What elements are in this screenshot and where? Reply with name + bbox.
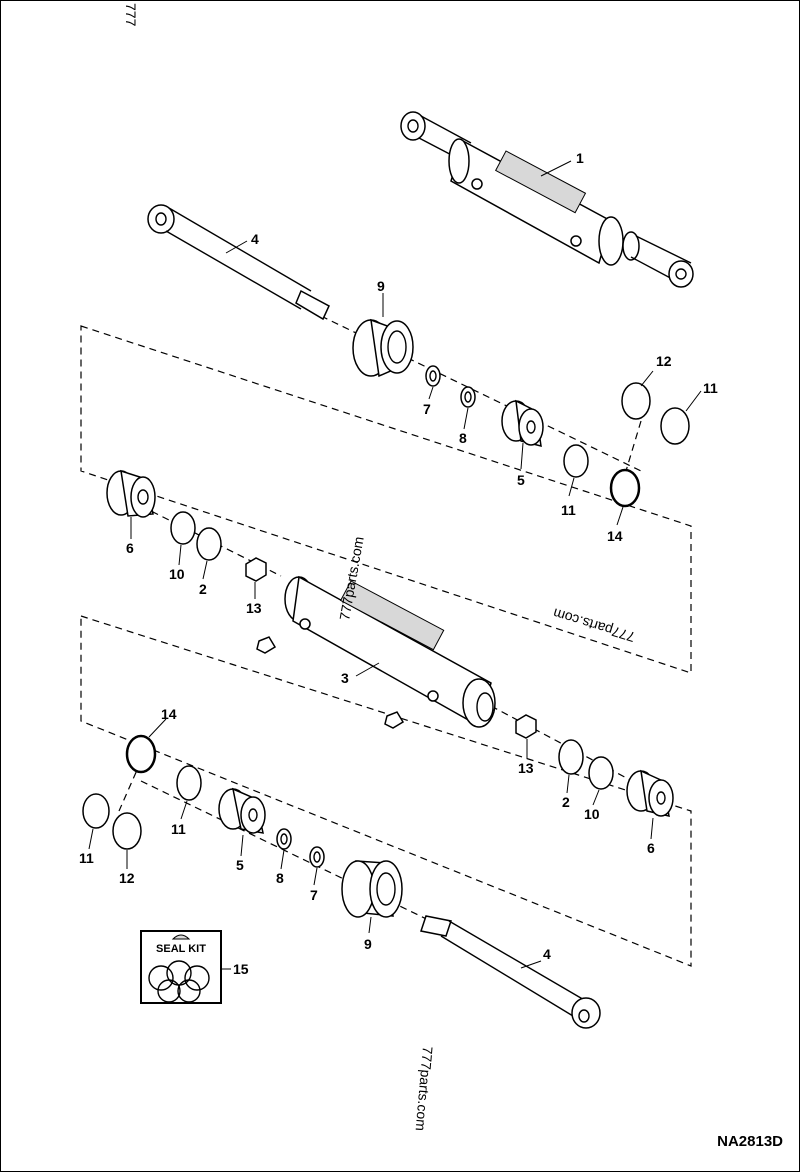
callout-9-lower: 9 — [364, 936, 372, 952]
callout-2-upper: 2 — [199, 581, 207, 597]
callout-3: 3 — [341, 670, 349, 686]
callout-13-lower: 13 — [518, 760, 534, 776]
cylinder-head-part-6-lower — [626, 769, 674, 817]
piston-part-5-upper — [501, 399, 544, 447]
backup-ring-part-11-upper-right — [660, 407, 690, 445]
o-ring-part-10-lower — [588, 756, 614, 790]
callout-11-lower-right: 11 — [171, 821, 186, 837]
dashed-outline-upper — [80, 325, 692, 674]
watermark-upside-down: 777parts.com — [551, 605, 637, 645]
wiper-part-8-lower — [276, 828, 292, 850]
o-ring-part-10-upper — [170, 511, 196, 545]
callout-9-upper: 9 — [377, 278, 385, 294]
callout-10-upper: 10 — [169, 566, 185, 582]
piston-part-5-lower — [218, 787, 266, 834]
piston-seal-part-14-lower — [125, 734, 157, 774]
callout-1: 1 — [576, 150, 584, 166]
nut-part-13-lower — [515, 714, 537, 739]
callout-11-upper-left: 11 — [561, 502, 576, 518]
callout-4-lower: 4 — [543, 946, 551, 962]
ring-axis-upper — [625, 420, 642, 472]
piston-rod-part-4-lower — [420, 915, 601, 1029]
backup-ring-part-2-upper — [196, 527, 222, 561]
seal-kit-part-15: SEAL KIT — [140, 930, 222, 1004]
callout-11-upper-right: 11 — [703, 380, 718, 396]
gland-nut-part-9-upper — [352, 318, 414, 378]
o-ring-part-12-upper — [621, 382, 651, 420]
dashed-outline-lower — [80, 615, 692, 967]
leader-lines — [88, 160, 702, 970]
callout-2-lower: 2 — [562, 794, 570, 810]
callout-7-upper: 7 — [423, 401, 431, 417]
wiper-part-8-upper — [460, 386, 476, 408]
fitting-lower — [384, 711, 405, 729]
cylinder-head-part-6-upper — [106, 469, 156, 518]
callout-6-upper: 6 — [126, 540, 134, 556]
backup-ring-part-11-upper-left — [563, 444, 589, 478]
cylinder-assembly-part-1 — [400, 111, 694, 288]
piston-seal-part-14-upper — [609, 468, 641, 508]
cylinder-barrel-part-3 — [256, 575, 496, 729]
callout-12-upper: 12 — [656, 353, 672, 369]
rod-seal-part-7-lower — [309, 846, 325, 868]
callout-15: 15 — [233, 961, 249, 977]
callout-14-lower: 14 — [161, 706, 177, 722]
rod-seal-part-7-upper — [425, 365, 441, 387]
callout-6-lower: 6 — [647, 840, 655, 856]
callout-7-lower: 7 — [310, 887, 318, 903]
gland-nut-part-9-lower — [341, 860, 403, 918]
watermark-vertical-bottom: 777parts.com — [413, 1046, 436, 1132]
drawing-id: NA2813D — [717, 1133, 783, 1150]
ring-axis-lower — [118, 760, 142, 812]
backup-ring-part-11-lower-left — [82, 793, 110, 829]
callout-8-lower: 8 — [276, 870, 284, 886]
o-ring-part-12-lower — [112, 812, 142, 850]
seal-kit-label: SEAL KIT — [156, 943, 206, 955]
nut-part-13-upper — [245, 557, 267, 582]
backup-ring-part-11-lower-right — [176, 765, 202, 801]
callout-5-upper: 5 — [517, 472, 525, 488]
watermark-top-corner: 777 — [123, 3, 139, 27]
callout-labels: 1 4 9 12 11 7 8 5 11 14 6 10 2 13 3 14 1… — [79, 150, 718, 977]
callout-8-upper: 8 — [459, 430, 467, 446]
callout-4-upper: 4 — [251, 231, 259, 247]
callout-13-upper: 13 — [246, 600, 262, 616]
backup-ring-part-2-lower — [558, 739, 584, 775]
callout-10-lower: 10 — [584, 806, 600, 822]
callout-14-upper: 14 — [607, 528, 623, 544]
callout-5-lower: 5 — [236, 857, 244, 873]
piston-rod-part-4-upper — [147, 204, 330, 321]
fitting-upper — [256, 636, 277, 654]
callout-12-lower: 12 — [119, 870, 135, 886]
callout-11-lower-left: 11 — [79, 850, 94, 866]
